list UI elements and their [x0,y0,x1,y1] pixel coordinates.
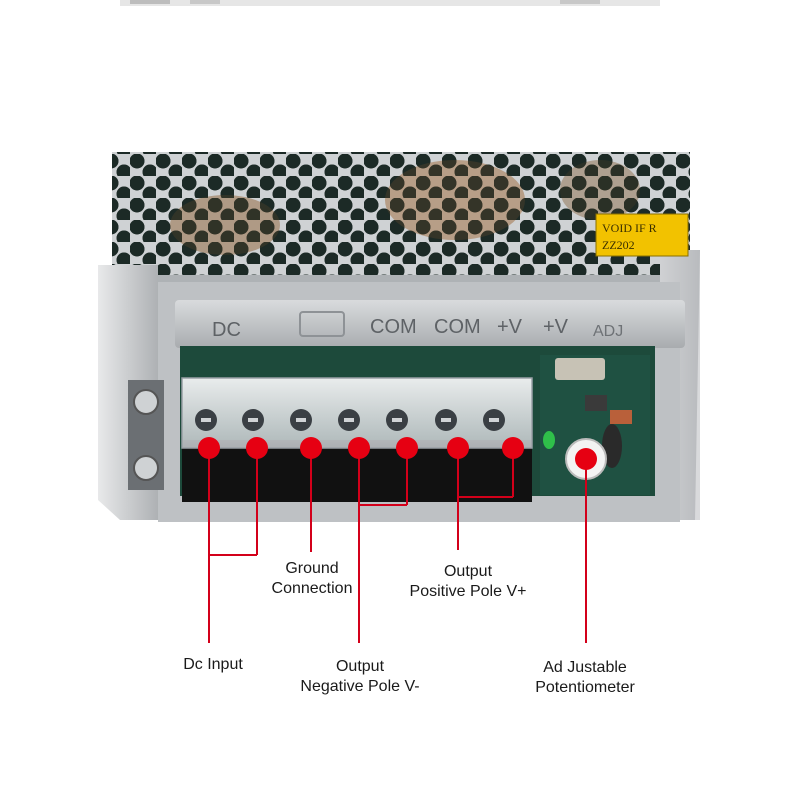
legend-v-plus-2: +V [543,316,569,338]
legend-adj: ADJ [593,323,623,340]
marker-dc-2 [246,437,268,459]
label-output-positive: Output Positive Pole V+ [409,563,527,600]
seal-line2: ZZ202 [602,238,635,252]
label-dc-input: Dc Input [183,656,243,673]
mounting-screw [128,380,164,490]
legend-dc: DC [212,319,241,341]
label-ground-connection: Ground Connection [271,560,353,597]
marker-neg-2 [396,437,418,459]
label-potentiometer: Ad Justable Potentiometer [535,659,635,696]
marker-pot [575,448,597,470]
label-output-negative: Output Negative Pole V- [300,658,420,695]
seal-line1: VOID IF R [602,221,657,235]
led-indicator [543,431,555,449]
leader-lines [208,448,587,643]
case-top [112,152,690,285]
legend-com-1: COM [370,316,417,338]
marker-pos-1 [447,437,469,459]
top-cutoff-text [120,0,660,6]
legend-v-plus-1: +V [497,316,523,338]
marker-neg-1 [348,437,370,459]
markers [198,437,597,470]
marker-dc-1 [198,437,220,459]
terminal-legend-strip: DC COM COM +V +V ADJ [175,300,685,348]
legend-com-2: COM [434,316,481,338]
marker-pos-2 [502,437,524,459]
void-seal-sticker: VOID IF R ZZ202 [595,213,689,257]
marker-ground [300,437,322,459]
